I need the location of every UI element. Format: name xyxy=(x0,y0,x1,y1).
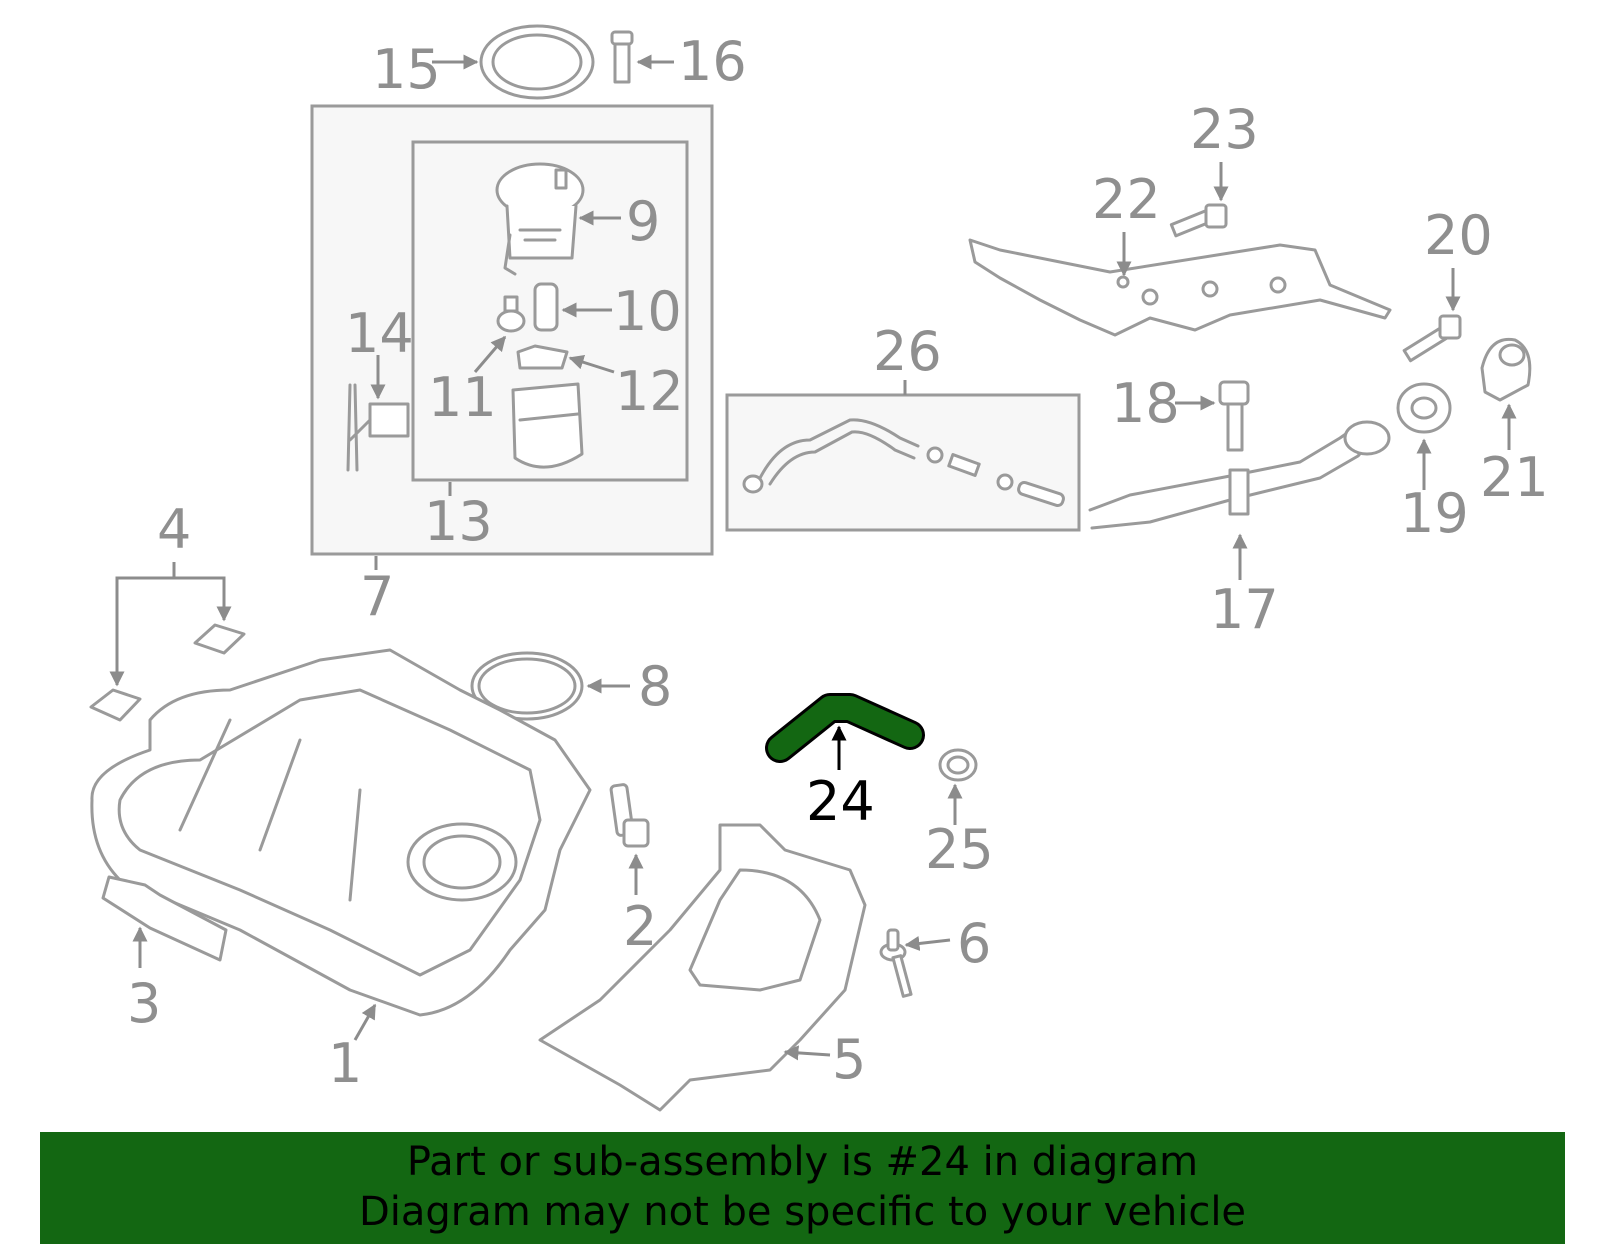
info-banner: Part or sub-assembly is #24 in diagram D… xyxy=(40,1132,1565,1244)
callout-16: 16 xyxy=(678,30,747,93)
callout-12: 12 xyxy=(615,360,684,423)
callout-7: 7 xyxy=(360,565,394,628)
part-6-pin xyxy=(879,928,913,998)
part-18-bolt xyxy=(1218,380,1250,452)
callout-21: 21 xyxy=(1480,446,1549,509)
part-3-strip xyxy=(101,875,228,962)
callout-22: 22 xyxy=(1092,168,1161,231)
callout-1: 1 xyxy=(328,1032,362,1095)
part-23-bolt xyxy=(1169,203,1228,238)
part-8-ring xyxy=(470,651,584,721)
banner-line-1: Part or sub-assembly is #24 in diagram xyxy=(406,1139,1199,1185)
part-19-gasket xyxy=(1396,382,1452,434)
part-14-sender xyxy=(346,383,410,472)
callout-20: 20 xyxy=(1424,204,1493,267)
part-20-bolt xyxy=(1402,314,1462,363)
part-10-filter xyxy=(533,282,559,332)
part-17-filler-neck xyxy=(1088,420,1391,530)
leader-lines xyxy=(109,54,1517,1061)
part-2-bolt xyxy=(609,783,650,848)
part-21-cap xyxy=(1480,337,1532,402)
callout-13: 13 xyxy=(424,490,493,553)
callout-17: 17 xyxy=(1210,578,1279,641)
callout-18: 18 xyxy=(1111,372,1180,435)
callout-11: 11 xyxy=(428,366,497,429)
part-13-reservoir xyxy=(511,382,584,469)
callout-9: 9 xyxy=(626,190,660,253)
callout-3: 3 xyxy=(127,972,161,1035)
part-25-clamp xyxy=(938,748,978,782)
callout-10: 10 xyxy=(613,280,682,343)
part-16-screw xyxy=(610,30,634,84)
callout-14: 14 xyxy=(345,302,414,365)
part-9-pump-module xyxy=(495,162,585,276)
part-4-pads xyxy=(89,623,246,722)
callout-26: 26 xyxy=(873,320,942,383)
callout-4: 4 xyxy=(157,498,191,561)
part-15-gasket xyxy=(479,24,595,100)
callout-25: 25 xyxy=(925,818,994,881)
callout-23: 23 xyxy=(1190,98,1259,161)
part-1-tank xyxy=(90,648,592,1017)
callout-15: 15 xyxy=(372,38,441,101)
part-11-regulator xyxy=(496,295,526,333)
callout-24: 24 xyxy=(806,770,875,833)
part-26-hose-assembly xyxy=(742,418,1065,508)
part-5-heat-shield xyxy=(538,823,867,1112)
callout-8: 8 xyxy=(638,655,672,718)
part-24-hose-highlighted xyxy=(765,693,925,763)
callout-2: 2 xyxy=(623,895,657,958)
callout-5: 5 xyxy=(832,1028,866,1091)
part-12-bracket xyxy=(516,344,569,370)
callout-6: 6 xyxy=(957,912,991,975)
banner-line-2: Diagram may not be specific to your vehi… xyxy=(358,1189,1247,1235)
part-22-bracket xyxy=(968,238,1392,337)
group-box-26 xyxy=(725,393,1081,532)
callout-19: 19 xyxy=(1400,482,1469,545)
